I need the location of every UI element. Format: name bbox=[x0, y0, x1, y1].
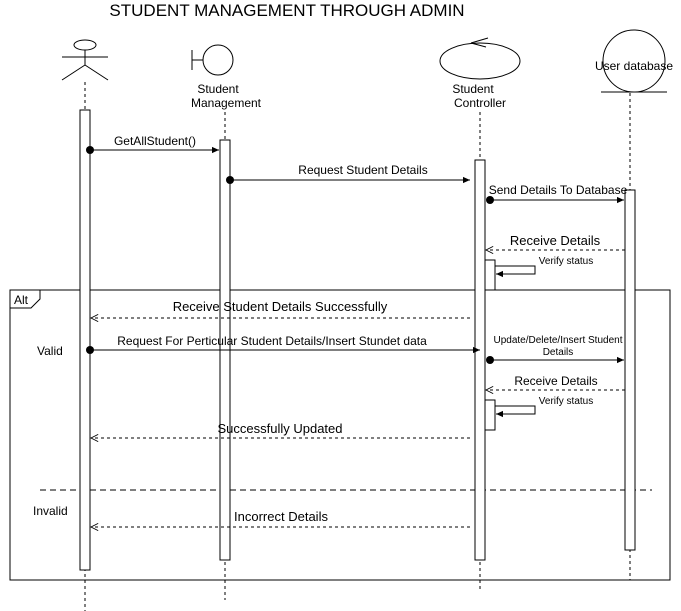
message-label: Incorrect Details bbox=[234, 509, 328, 524]
control-icon bbox=[439, 37, 521, 80]
activation-student-controller bbox=[474, 159, 486, 561]
activation-verify-2 bbox=[484, 399, 496, 431]
alt-fragment: Alt Valid Invalid bbox=[9, 289, 671, 581]
message-label: Receive Details bbox=[510, 233, 601, 248]
activation-admin bbox=[79, 109, 91, 571]
message-label: Receive Student Details Successfully bbox=[173, 299, 388, 314]
message-receive-details-2: Receive Details bbox=[486, 374, 625, 390]
message-label: Successfully Updated bbox=[217, 421, 342, 436]
message-receive-student-details-successfully: Receive Student Details Successfully bbox=[91, 299, 470, 318]
message-label: Verify status bbox=[539, 396, 593, 407]
activation-verify-1 bbox=[484, 259, 496, 291]
message-label-line2: Details bbox=[543, 347, 574, 358]
boundary-icon bbox=[191, 44, 234, 76]
message-verify-status-1: Verify status bbox=[495, 256, 593, 278]
boundary-name-line1: Student bbox=[197, 82, 239, 96]
entity-icon bbox=[601, 29, 667, 93]
alt-operator-label: Alt bbox=[14, 293, 29, 307]
message-incorrect-details: Incorrect Details bbox=[91, 509, 470, 527]
activation-user-database bbox=[624, 189, 636, 551]
message-label: Verify status bbox=[539, 256, 593, 267]
message-label: Request For Perticular Student Details/I… bbox=[117, 334, 427, 348]
message-label: Receive Details bbox=[514, 374, 597, 388]
message-label: Send Details To Database bbox=[489, 183, 628, 197]
message-receive-details-1: Receive Details bbox=[486, 233, 625, 250]
control-name-line2: Controller bbox=[454, 96, 506, 110]
control-name-line1: Student bbox=[452, 82, 494, 96]
message-request-student-details: Request Student Details bbox=[226, 163, 470, 184]
message-verify-status-2: Verify status bbox=[495, 396, 593, 418]
message-label: GetAllStudent() bbox=[114, 134, 196, 148]
message-send-details-to-database: Send Details To Database bbox=[486, 183, 628, 204]
boundary-name-line2: Management bbox=[191, 96, 262, 110]
message-request-particular-student-details: Request For Perticular Student Details/I… bbox=[86, 334, 480, 354]
guard-valid: Valid bbox=[37, 344, 63, 358]
message-label-line1: Update/Delete/Insert Student bbox=[494, 335, 623, 346]
entity-name: User database bbox=[595, 59, 673, 73]
guard-invalid: Invalid bbox=[33, 504, 68, 518]
actor-icon bbox=[61, 39, 109, 81]
diagram-title: STUDENT MANAGEMENT THROUGH ADMIN bbox=[109, 1, 464, 20]
message-successfully-updated: Successfully Updated bbox=[91, 421, 470, 438]
message-update-delete-insert: Update/Delete/Insert Student Details bbox=[486, 335, 624, 364]
message-label: Request Student Details bbox=[298, 163, 427, 177]
message-getallstudent: GetAllStudent() bbox=[86, 134, 219, 154]
